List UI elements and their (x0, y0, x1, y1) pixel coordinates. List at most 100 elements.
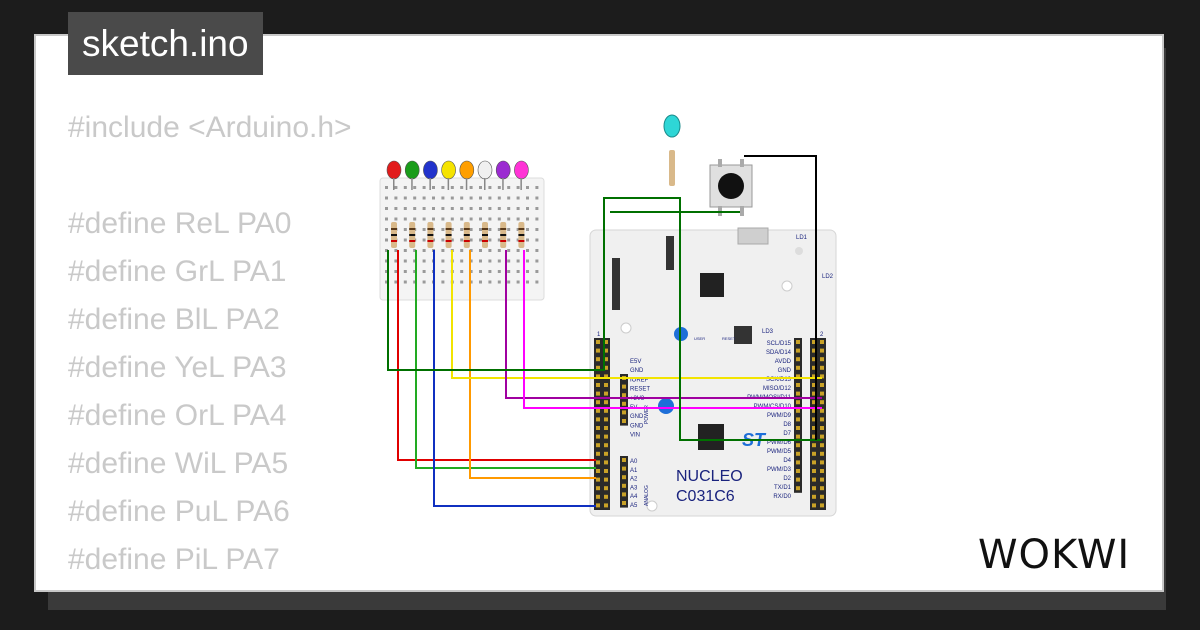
right-pin-label: MISO/D12 (763, 386, 792, 392)
header-pin (796, 408, 800, 413)
header-pin (796, 400, 800, 405)
breadboard-hole (403, 249, 407, 252)
code-line: #define PuL PA8 (68, 584, 398, 592)
breadboard-hole (432, 186, 435, 189)
header-pin (820, 460, 824, 465)
resistor-band (500, 234, 507, 236)
board-button-label: RESET (722, 336, 736, 341)
breadboard-hole (422, 217, 426, 221)
breadboard-hole (535, 238, 539, 242)
usb-connector (737, 227, 769, 245)
breadboard-hole (535, 196, 539, 200)
header-pin (820, 494, 824, 499)
header-pin (596, 460, 600, 465)
wokwi-logo-text: WOKWI (978, 532, 1130, 578)
resistor-band (391, 228, 397, 230)
header-pin (820, 426, 824, 430)
header-pin (796, 434, 800, 439)
breadboard-hole (394, 196, 398, 200)
breadboard-hole (526, 238, 529, 242)
breadboard-hole (394, 186, 398, 189)
led (404, 160, 420, 180)
header-pin (812, 348, 816, 353)
breadboard-hole (526, 249, 529, 252)
header-pin (604, 383, 608, 387)
breadboard-hole (516, 259, 520, 263)
breadboard-hole (422, 238, 426, 242)
breadboard-hole (507, 196, 511, 200)
code-line: #define ReL PA0 (68, 207, 292, 240)
wire (469, 250, 596, 479)
led-leg (447, 178, 450, 190)
header-pin (604, 434, 608, 439)
header-pin (812, 486, 816, 491)
breadboard-hole (441, 249, 445, 252)
wire (433, 250, 596, 507)
breadboard-hole (479, 207, 482, 210)
breadboard-hole (422, 196, 426, 200)
pushbutton[interactable] (709, 159, 753, 216)
breadboard-hole (450, 207, 454, 210)
breadboard-hole (432, 207, 435, 210)
header-pin (604, 451, 608, 456)
resistor-band (463, 240, 470, 242)
breadboard-hole (403, 270, 407, 273)
header-pin (820, 365, 824, 370)
header-pin (820, 408, 824, 413)
breadboard-hole (413, 186, 417, 189)
header-pin (796, 340, 800, 344)
breadboard-hole (469, 249, 473, 252)
breadboard-hole (469, 259, 473, 263)
header-pin (596, 494, 600, 499)
header-pin (820, 434, 824, 439)
breadboard-hole (488, 228, 492, 231)
analog-pin-label: A2 (630, 477, 638, 483)
st-logo-circle (658, 398, 674, 414)
mount-hole (620, 322, 632, 334)
resistor-band (427, 240, 434, 242)
header-pin (622, 419, 626, 423)
breadboard-hole (441, 207, 445, 210)
board-name-1: NUCLEO (676, 468, 743, 485)
breadboard-hole (507, 217, 511, 221)
wire (387, 197, 822, 441)
breadboard-hole (497, 259, 501, 263)
header-pin (604, 357, 608, 362)
header-pin (622, 475, 626, 480)
header-pin (596, 357, 600, 362)
chip-main (698, 424, 724, 450)
file-tab[interactable]: sketch.ino (68, 12, 263, 75)
header-pin (596, 365, 600, 370)
header-section-label: ANALOG (644, 485, 650, 506)
code-line: #define BlL PA2 (68, 303, 280, 336)
board-led-label: LD3 (762, 329, 774, 335)
breadboard-hole (516, 238, 520, 242)
header-pin (596, 426, 600, 430)
header-pin (604, 477, 608, 482)
breadboard-hole (526, 259, 529, 263)
header-pin (604, 408, 608, 413)
resistor-band (427, 234, 434, 236)
breadboard-hole (385, 280, 388, 284)
header-pin (820, 443, 824, 448)
resistor-band (482, 234, 488, 236)
breadboard-hole (385, 196, 388, 200)
left-pin-label: GND (630, 368, 644, 374)
breadboard-hole (507, 207, 511, 210)
reset-button[interactable] (734, 326, 752, 344)
breadboard-hole (422, 186, 426, 189)
header-pin (796, 348, 800, 353)
header-pin (812, 503, 816, 508)
led-leg (520, 178, 522, 190)
breadboard-hole (488, 249, 492, 252)
left-pin-label: E5V (630, 359, 641, 365)
board-headers (594, 338, 826, 510)
cn-top-header (612, 258, 620, 310)
breadboard-hole (479, 217, 482, 221)
breadboard-hole (479, 280, 482, 284)
breadboard-hole (507, 238, 511, 242)
power-header (620, 374, 628, 426)
header-pin (796, 477, 800, 482)
breadboard-hole (441, 196, 445, 200)
breadboard-hole (535, 249, 539, 252)
